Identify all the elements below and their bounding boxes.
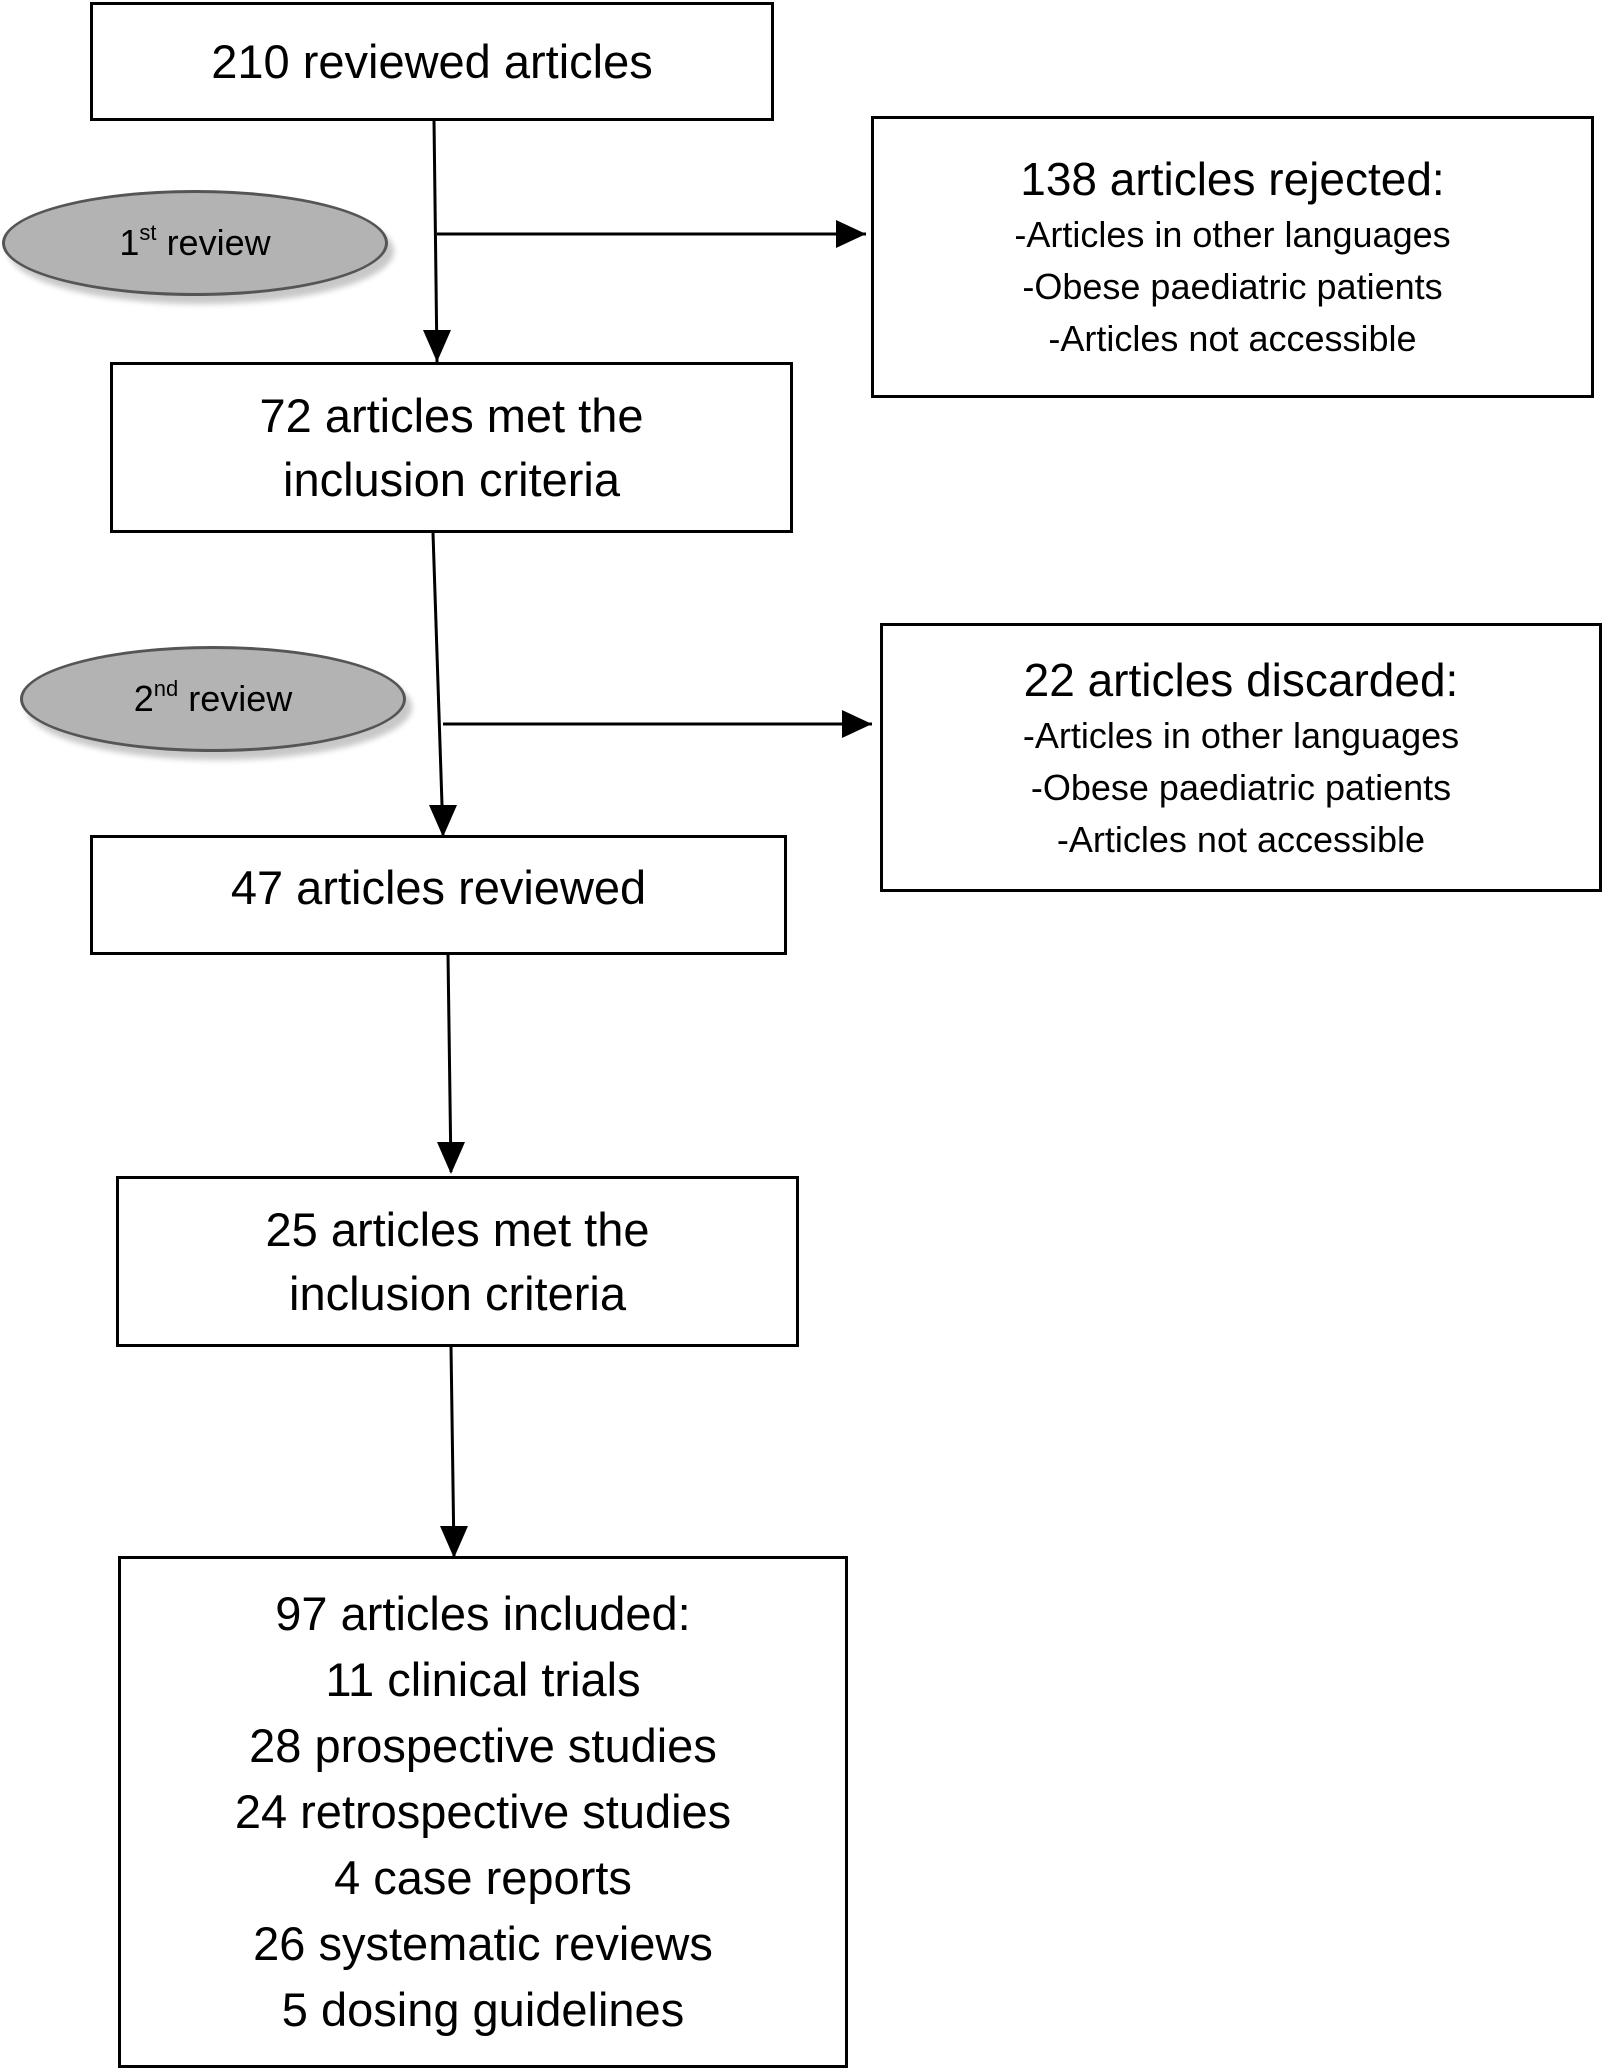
included-item: 24 retrospective studies: [234, 1785, 732, 1838]
inclusion-criteria-box-2: 25 articles met the inclusion criteria: [116, 1176, 799, 1347]
discarded-item: -Articles not accessible: [1056, 818, 1426, 860]
arrowhead-discarded: [842, 710, 872, 738]
arrow-b4-to-final: [449, 1345, 456, 1557]
discarded-item: -Articles in other languages: [1022, 714, 1460, 756]
first-review-oval: 1st review: [2, 190, 388, 296]
inclusion-criteria-box-1: 72 articles met the inclusion criteria: [110, 362, 793, 533]
arrowhead-b4: [437, 1142, 465, 1174]
arrowhead-b2: [423, 330, 451, 362]
arrowhead-final: [440, 1526, 468, 1558]
second-review-label: 2nd review: [133, 676, 293, 719]
rejected-articles-box: 138 articles rejected: -Articles in othe…: [871, 116, 1594, 398]
arrow-b1-to-b2: [432, 119, 439, 363]
articles-reviewed-box: 47 articles reviewed: [90, 835, 787, 955]
included-item: 28 prospective studies: [249, 1719, 717, 1772]
rejected-item: -Articles in other languages: [1014, 214, 1451, 255]
second-review-oval: 2nd review: [20, 646, 406, 752]
rejected-item: -Obese paediatric patients: [1022, 266, 1443, 307]
arrow-b3-to-b4: [446, 953, 453, 1173]
discarded-item: -Obese paediatric patients: [1030, 766, 1452, 808]
included-item: 5 dosing guidelines: [281, 1983, 685, 2036]
included-item: 11 clinical trials: [325, 1653, 641, 1706]
arrow-b2-to-b3: [431, 532, 445, 836]
included-title: 97 articles included:: [275, 1587, 691, 1640]
rejected-title: 138 articles rejected:: [1020, 153, 1445, 205]
articles-included-box: 97 articles included: 11 clinical trials…: [118, 1556, 848, 2068]
discarded-articles-box: 22 articles discarded: -Articles in othe…: [880, 623, 1602, 892]
included-item: 4 case reports: [334, 1851, 632, 1904]
discarded-title: 22 articles discarded:: [1023, 653, 1459, 706]
arrowhead-rejected: [836, 220, 866, 248]
reviewed-articles-box: 210 reviewed articles: [90, 2, 774, 121]
first-review-label: 1st review: [119, 220, 271, 263]
arrowhead-b3: [429, 805, 457, 837]
included-item: 26 systematic reviews: [253, 1917, 713, 1970]
rejected-item: -Articles not accessible: [1048, 318, 1417, 359]
